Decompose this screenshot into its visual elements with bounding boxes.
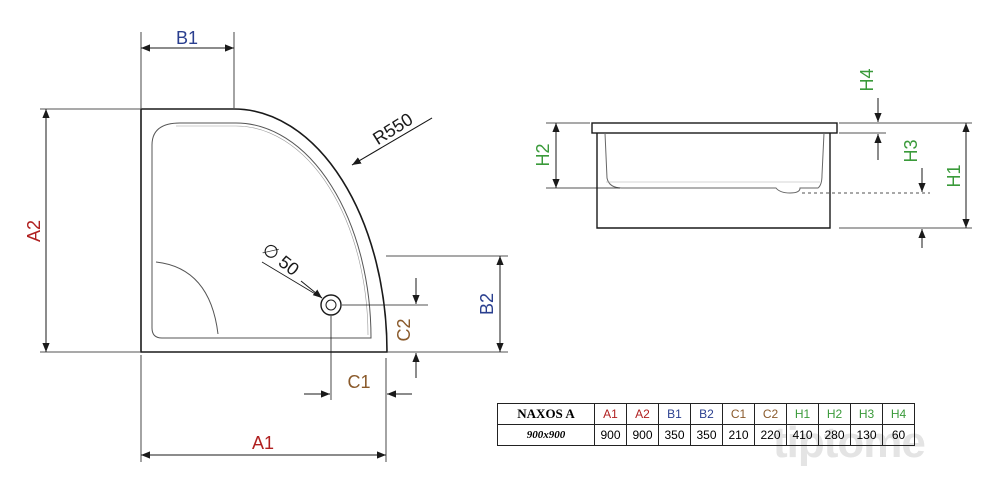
spec-value-cell: 220 [754,424,787,446]
spec-model-size: 900x900 [497,424,595,446]
spec-value-cell: 350 [658,424,691,446]
tray-top-view [140,108,388,353]
tray-outline [140,108,388,353]
spec-value-row: 900x900 900 900 350 350 210 220 410 280 … [497,424,915,446]
side-extension-lines [546,122,972,229]
label-b1: B1 [176,28,198,48]
tray-seat-curve [155,261,219,335]
label-b2: B2 [477,293,497,315]
label-h1: H1 [944,164,964,187]
spec-header-cell: A2 [626,403,659,425]
drain-outer [320,294,342,316]
tray-rim [591,122,838,134]
dimension-lines [42,44,504,459]
spec-header-cell: B2 [690,403,723,425]
spec-value-cell: 900 [594,424,627,446]
spec-header-row: NAXOS A A1 A2 B1 B2 C1 C2 H1 H2 H3 H4 [497,403,915,425]
spec-header-cell: C1 [722,403,755,425]
tray-rim-line [176,125,369,336]
label-c1: C1 [347,372,370,392]
spec-header-cell: H3 [850,403,883,425]
label-a2: A2 [24,220,44,242]
label-r550: R550 [369,109,416,149]
spec-model-name: NAXOS A [497,403,595,425]
spec-value-cell: 130 [850,424,883,446]
spec-header-cell: H1 [786,403,819,425]
spec-value-cell: 900 [626,424,659,446]
spec-header-cell: B1 [658,403,691,425]
tray-body [596,133,831,229]
drain-inner [325,299,337,311]
side-dimension-lines [552,98,970,248]
label-h2: H2 [533,143,553,166]
label-h3: H3 [901,139,921,162]
tray-side-view [591,122,838,229]
spec-header-cell: H2 [818,403,851,425]
spec-header-cell: H4 [882,403,915,425]
spec-value-cell: 350 [690,424,723,446]
spec-header-cell: C2 [754,403,787,425]
tray-basin-section [604,132,825,194]
label-c2: C2 [394,318,414,341]
spec-value-cell: 210 [722,424,755,446]
spec-table: NAXOS A A1 A2 B1 B2 C1 C2 H1 H2 H3 H4 90… [497,403,915,446]
tray-inner-basin [151,122,372,339]
spec-value-cell: 60 [882,424,915,446]
spec-header-cell: A1 [594,403,627,425]
label-a1: A1 [252,433,274,453]
spec-value-cell: 410 [786,424,819,446]
label-h4: H4 [857,68,877,91]
spec-value-cell: 280 [818,424,851,446]
